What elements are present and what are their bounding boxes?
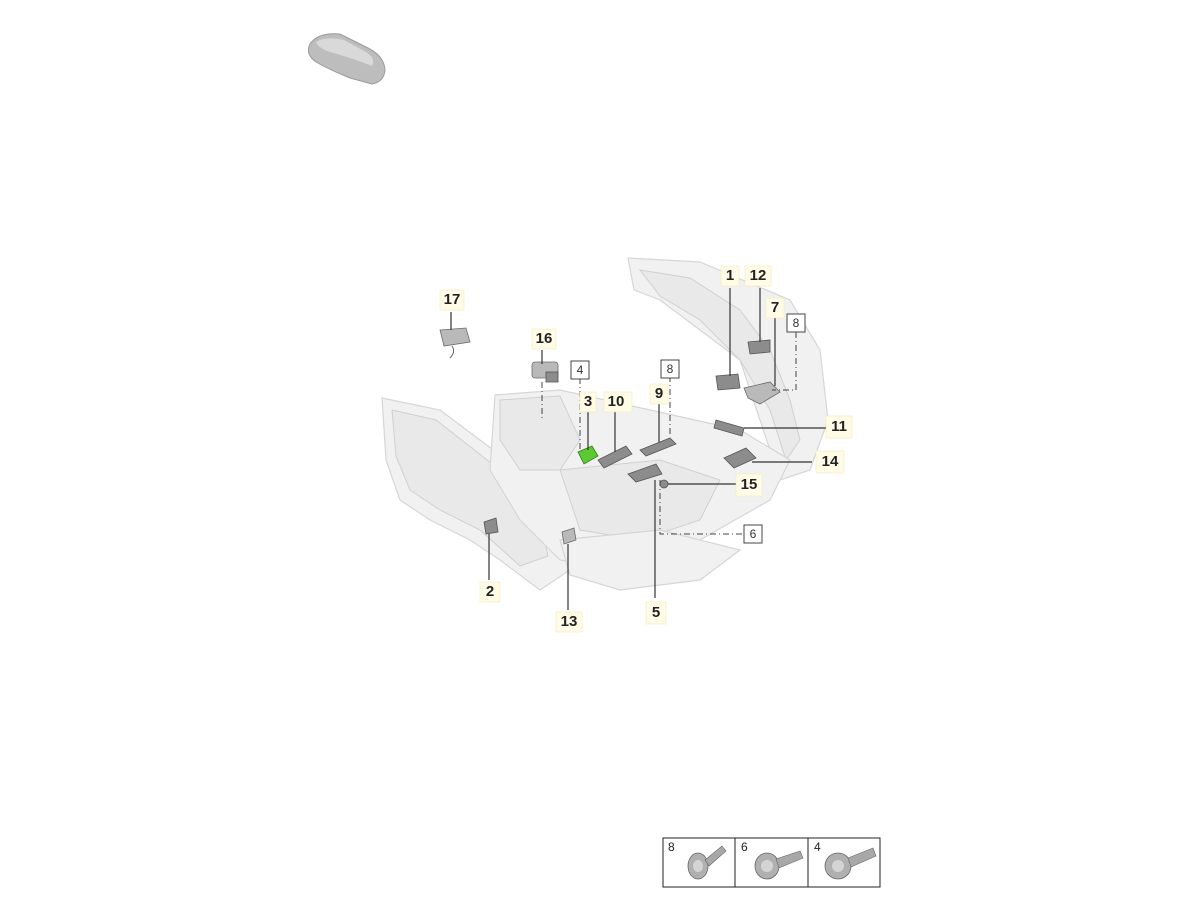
callout-5: 5 [652,604,660,621]
part-15-shape [659,479,669,489]
fastener-legend: 8 6 4 [662,837,881,888]
boxed-refs: 8 4 8 6 [570,313,806,544]
part-10-shape [597,445,633,469]
callout-12: 12 [750,267,767,284]
part-3-highlighted-shape [577,445,599,465]
part-12-shape [747,339,771,355]
callout-11: 11 [831,418,847,435]
part-7-shape [743,381,781,405]
legend-label-6: 6 [741,840,748,854]
callout-9: 9 [655,385,663,402]
screw-icon [754,850,804,880]
callout-labels: 17 16 3 10 9 1 12 7 11 14 15 2 13 5 [444,267,847,630]
callout-2: 2 [486,583,494,600]
callout-1: 1 [726,267,734,284]
callout-15: 15 [741,476,758,493]
ref-box-8-top: 8 [793,316,800,330]
part-2-shape [483,517,499,535]
ref-box-4: 4 [577,363,584,377]
part-5-shape [627,463,663,483]
legend-label-8: 8 [668,840,675,854]
part-17-shape [439,327,471,359]
part-14-shape [723,447,757,469]
part-16-shape [531,361,559,383]
leader-lines [450,288,826,610]
legend-label-4: 4 [814,840,821,854]
ref-box-8-mid: 8 [667,362,674,376]
part-9-shape [639,437,677,457]
part-13-shape [561,527,577,545]
part-11-shape [713,419,745,437]
ref-box-6: 6 [750,527,757,541]
car-thumbnail-icon [308,33,386,85]
screw-icon [824,847,877,880]
callout-highlights [439,265,853,633]
callout-10: 10 [608,393,625,410]
callout-3: 3 [584,393,592,410]
callout-14: 14 [822,453,839,470]
callout-13: 13 [561,613,578,630]
callout-17: 17 [444,291,461,308]
callout-16: 16 [536,330,553,347]
part-1-shape [715,373,741,391]
screw-icon [687,845,727,880]
callout-7: 7 [771,299,779,316]
